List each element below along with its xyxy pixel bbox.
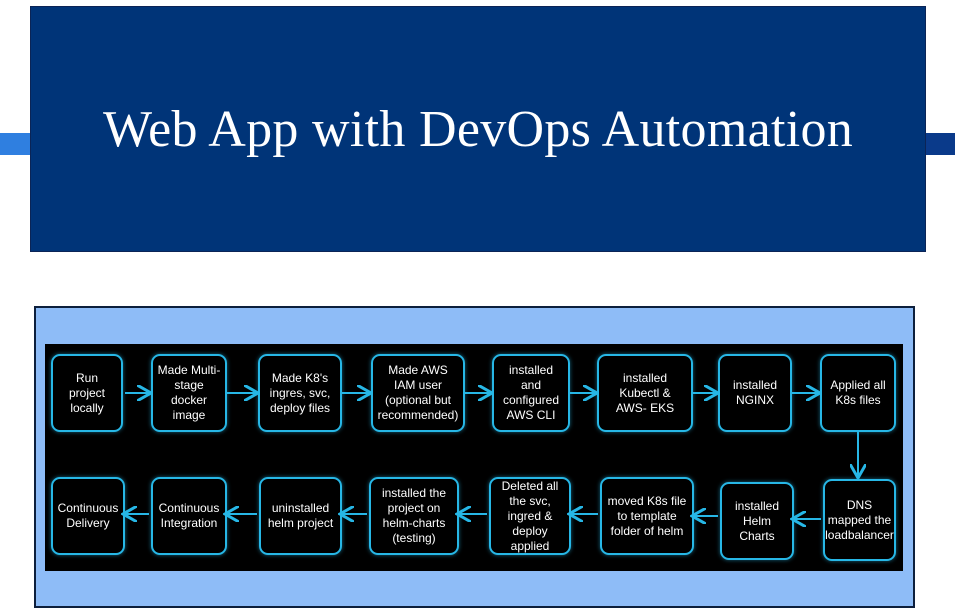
step-label: uninstalled helm project (267, 501, 334, 530)
step-install-helm-charts: installed Helm Charts (720, 482, 794, 560)
step-label: installed the project on helm-charts (te… (381, 486, 447, 545)
step-apply-k8s-files: Applied all K8s files (820, 354, 896, 432)
step-label: installed Kubectl & AWS- EKS (615, 370, 675, 415)
flow-diagram: Run project locally Made Multi-stage doc… (45, 344, 903, 571)
step-label: installed Helm Charts (734, 498, 780, 543)
step-delete-applied-resources: Deleted all the svc, ingred & deploy app… (489, 477, 571, 555)
step-label: Continuous Delivery (57, 501, 119, 530)
step-kubectl-eks: installed Kubectl & AWS- EKS (597, 354, 693, 432)
step-label: installed and configured AWS CLI (502, 363, 560, 422)
step-continuous-delivery: Continuous Delivery (51, 477, 125, 555)
step-label: Applied all K8s files (830, 378, 886, 407)
step-aws-cli: installed and configured AWS CLI (492, 354, 570, 432)
step-label: moved K8s file to template folder of hel… (607, 493, 687, 538)
step-uninstall-helm: uninstalled helm project (259, 477, 342, 555)
step-k8s-files: Made K8's ingres, svc, deploy files (258, 354, 342, 432)
step-label: Deleted all the svc, ingred & deploy app… (501, 478, 559, 553)
step-multistage-docker-image: Made Multi-stage docker image (151, 354, 227, 432)
flow-arrows (45, 344, 903, 571)
step-install-on-helm: installed the project on helm-charts (te… (369, 477, 459, 555)
step-dns-mapped: DNS mapped the loadbalancer (823, 479, 896, 561)
step-label: Made AWS IAM user (optional but recommen… (377, 363, 459, 422)
step-continuous-integration: Continuous Integration (151, 477, 227, 555)
step-label: Made Multi-stage docker image (157, 363, 221, 422)
title-banner: Web App with DevOps Automation (30, 6, 926, 252)
step-label: DNS mapped the loadbalancer (825, 497, 894, 542)
step-label: Made K8's ingres, svc, deploy files (269, 370, 331, 415)
slide-title: Web App with DevOps Automation (102, 100, 854, 158)
step-aws-iam-user: Made AWS IAM user (optional but recommen… (371, 354, 465, 432)
step-run-project-locally: Run project locally (51, 354, 123, 432)
accent-bar-right (926, 133, 955, 155)
accent-bar-left (0, 133, 36, 155)
step-install-nginx: installed NGINX (718, 354, 792, 432)
step-move-k8s-to-helm: moved K8s file to template folder of hel… (600, 477, 694, 555)
step-label: installed NGINX (732, 378, 778, 407)
step-label: Run project locally (68, 370, 106, 415)
step-label: Continuous Integration (158, 501, 220, 530)
